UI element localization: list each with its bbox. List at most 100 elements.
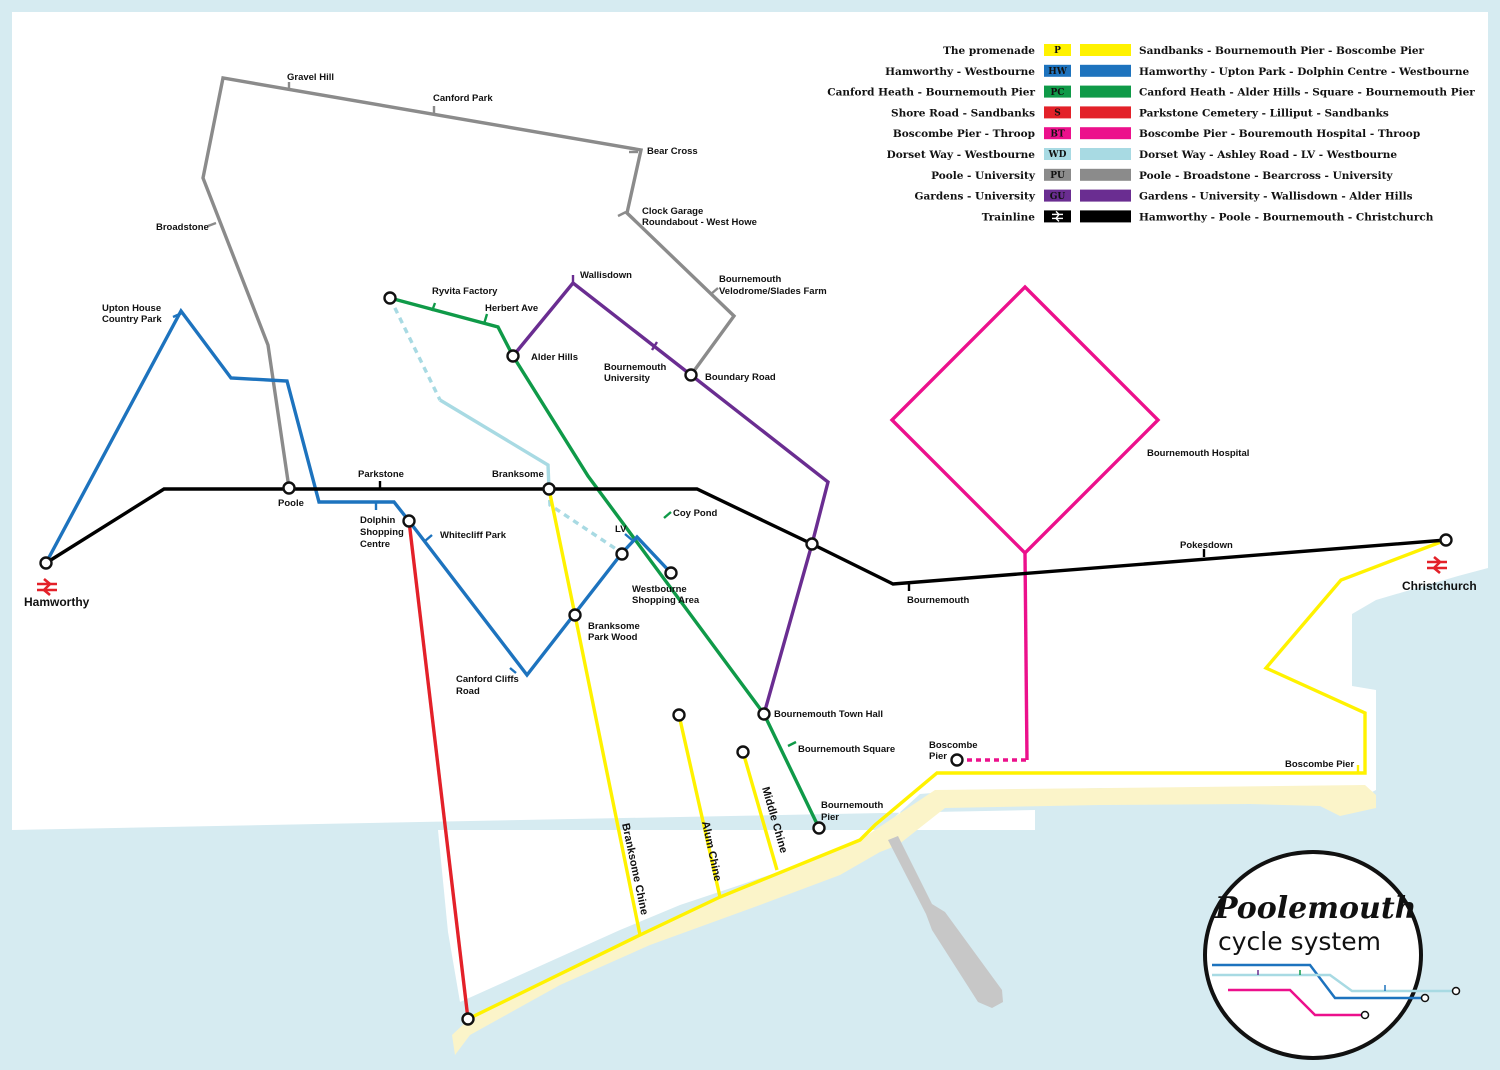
label-dolphin: Dolphin bbox=[360, 515, 396, 526]
station-westbourne[interactable] bbox=[664, 566, 678, 580]
legend-line-name: Boscombe Pier - Throop bbox=[893, 128, 1035, 140]
label-pokesdown: Pokesdown bbox=[1180, 540, 1233, 551]
legend-line-name: Gardens - University bbox=[915, 191, 1036, 203]
legend-route-stops: Poole - Broadstone - Bearcross - Univers… bbox=[1139, 170, 1393, 182]
station-bournemouth[interactable] bbox=[805, 537, 819, 551]
station-poole[interactable] bbox=[282, 481, 296, 495]
label-boscombe-pier-a: Boscombe bbox=[929, 740, 978, 751]
label-christchurch: Christchurch bbox=[1402, 579, 1477, 593]
pier bbox=[888, 836, 1003, 1008]
route-promenade[interactable] bbox=[467, 538, 1447, 1021]
legend-route-stops: Dorset Way - Ashley Road - LV - Westbour… bbox=[1139, 149, 1397, 161]
label-coy-pond: Coy Pond bbox=[673, 508, 718, 519]
route-promenade-alum[interactable] bbox=[677, 714, 722, 898]
label-branksome: Branksome bbox=[492, 469, 544, 480]
legend-swatch bbox=[1080, 64, 1131, 77]
legend-badge bbox=[1044, 85, 1071, 98]
legend-badge-code: HW bbox=[1048, 67, 1068, 77]
legend-route-stops: Sandbanks - Bournemouth Pier - Boscombe … bbox=[1139, 45, 1425, 57]
label-boscombe-pier-a-2: Pier bbox=[929, 751, 947, 762]
legend-line-name: The promenade bbox=[943, 45, 1035, 57]
route-boscombe-throop[interactable] bbox=[1023, 552, 1029, 761]
label-bournemouth-university: Bournemouth bbox=[604, 362, 666, 373]
label-velodrome: Bournemouth bbox=[719, 274, 781, 285]
train-icon bbox=[1427, 556, 1447, 574]
legend-route-stops: Gardens - University - Wallisdown - Alde… bbox=[1139, 191, 1413, 203]
legend-badge bbox=[1044, 127, 1071, 140]
station-christchurch[interactable] bbox=[1439, 533, 1453, 547]
station-bournemouth-town-hall[interactable] bbox=[757, 707, 771, 721]
legend-swatch bbox=[1080, 44, 1131, 56]
legend-badge-code: GU bbox=[1050, 192, 1066, 202]
route-dorset-way[interactable] bbox=[439, 398, 551, 490]
label-branksome-park-wood: Branksome bbox=[588, 621, 640, 632]
station-sandbanks[interactable] bbox=[461, 1012, 475, 1026]
label-boundary-road: Boundary Road bbox=[705, 372, 776, 383]
label-upton-house: Upton House bbox=[102, 303, 161, 314]
label-bournemouth-town-hall: Bournemouth Town Hall bbox=[774, 709, 883, 720]
land-area bbox=[12, 12, 1488, 1002]
legend-route-stops: Canford Heath - Alder Hills - Square - B… bbox=[1139, 87, 1475, 99]
logo-mini-lines bbox=[1212, 963, 1461, 1020]
route-dorset-way[interactable] bbox=[388, 297, 442, 401]
legend-line-name: Shore Road - Sandbanks bbox=[891, 107, 1035, 119]
legend-badge bbox=[1044, 106, 1071, 119]
legend-badge bbox=[1044, 44, 1071, 56]
label-bournemouth-square: Bournemouth Square bbox=[798, 744, 895, 755]
route-promenade-middle[interactable] bbox=[741, 751, 779, 871]
station-branksome[interactable] bbox=[542, 482, 556, 496]
route-canford-heath[interactable] bbox=[389, 296, 821, 829]
station-branksome-park-wood[interactable] bbox=[568, 608, 582, 622]
route-hamworthy-westbourne[interactable] bbox=[44, 307, 624, 678]
legend-route-stops: Hamworthy - Poole - Bournemouth - Christ… bbox=[1139, 211, 1434, 223]
label-bournemouth: Bournemouth bbox=[907, 595, 969, 606]
legend-swatch bbox=[1080, 168, 1131, 181]
label-hamworthy: Hamworthy bbox=[24, 595, 90, 609]
train-icon bbox=[1052, 210, 1063, 222]
logo-subtitle: cycle system bbox=[1218, 927, 1381, 956]
station-middle-chine[interactable] bbox=[736, 745, 750, 759]
station-lv[interactable] bbox=[615, 547, 629, 561]
label-velodrome-2: Velodrome/Slades Farm bbox=[719, 286, 827, 297]
station-boscombe-pier[interactable] bbox=[950, 753, 964, 767]
route-trainline[interactable] bbox=[45, 487, 1447, 586]
legend-row: Trainline Hamworthy - Poole - Bournemouth… bbox=[982, 210, 1434, 223]
station-hamworthy[interactable] bbox=[39, 556, 53, 570]
label-whitecliff: Whitecliff Park bbox=[440, 530, 507, 541]
legend-badge-code: PU bbox=[1050, 171, 1065, 181]
label-wallisdown: Wallisdown bbox=[580, 270, 632, 281]
logo-title: Poolemouth bbox=[1214, 891, 1417, 926]
label-herbert-ave: Herbert Ave bbox=[485, 303, 538, 314]
legend-line-name: Dorset Way - Westbourne bbox=[887, 149, 1036, 161]
label-canford-cliffs-2: Road bbox=[456, 686, 480, 697]
route-gardens-university[interactable] bbox=[511, 280, 830, 715]
legend-swatch bbox=[1080, 85, 1131, 98]
label-dolphin-3: Centre bbox=[360, 539, 390, 550]
station-bournemouth-pier[interactable] bbox=[812, 821, 826, 835]
route-shore-road[interactable] bbox=[407, 520, 470, 1020]
label-branksome-park-wood-2: Park Wood bbox=[588, 632, 638, 643]
legend-badge bbox=[1044, 148, 1071, 160]
label-canford-cliffs: Canford Cliffs bbox=[456, 674, 519, 685]
station-boundary-road[interactable] bbox=[684, 368, 698, 382]
legend-swatch bbox=[1080, 148, 1131, 160]
station-ticks bbox=[172, 82, 1360, 773]
legend-row: Poole - University PU Poole - Broadstone -… bbox=[931, 168, 1393, 182]
label-bournemouth-pier: Bournemouth bbox=[821, 800, 883, 811]
route-hamworthy-westbourne-spur[interactable] bbox=[620, 534, 673, 575]
route-poole-university[interactable] bbox=[201, 76, 737, 489]
station-dorset-way[interactable] bbox=[383, 291, 397, 305]
station-dolphin-centre[interactable] bbox=[402, 514, 416, 528]
label-bournemouth-pier-2: Pier bbox=[821, 812, 839, 823]
station-alum-chine[interactable] bbox=[672, 708, 686, 722]
stations bbox=[39, 291, 1453, 1026]
legend-line-name: Canford Heath - Bournemouth Pier bbox=[827, 87, 1035, 99]
legend-line-name: Poole - University bbox=[931, 170, 1036, 182]
legend-swatch bbox=[1080, 189, 1131, 202]
station-alder-hills[interactable] bbox=[506, 349, 520, 363]
legend-line-name: Trainline bbox=[982, 211, 1036, 223]
